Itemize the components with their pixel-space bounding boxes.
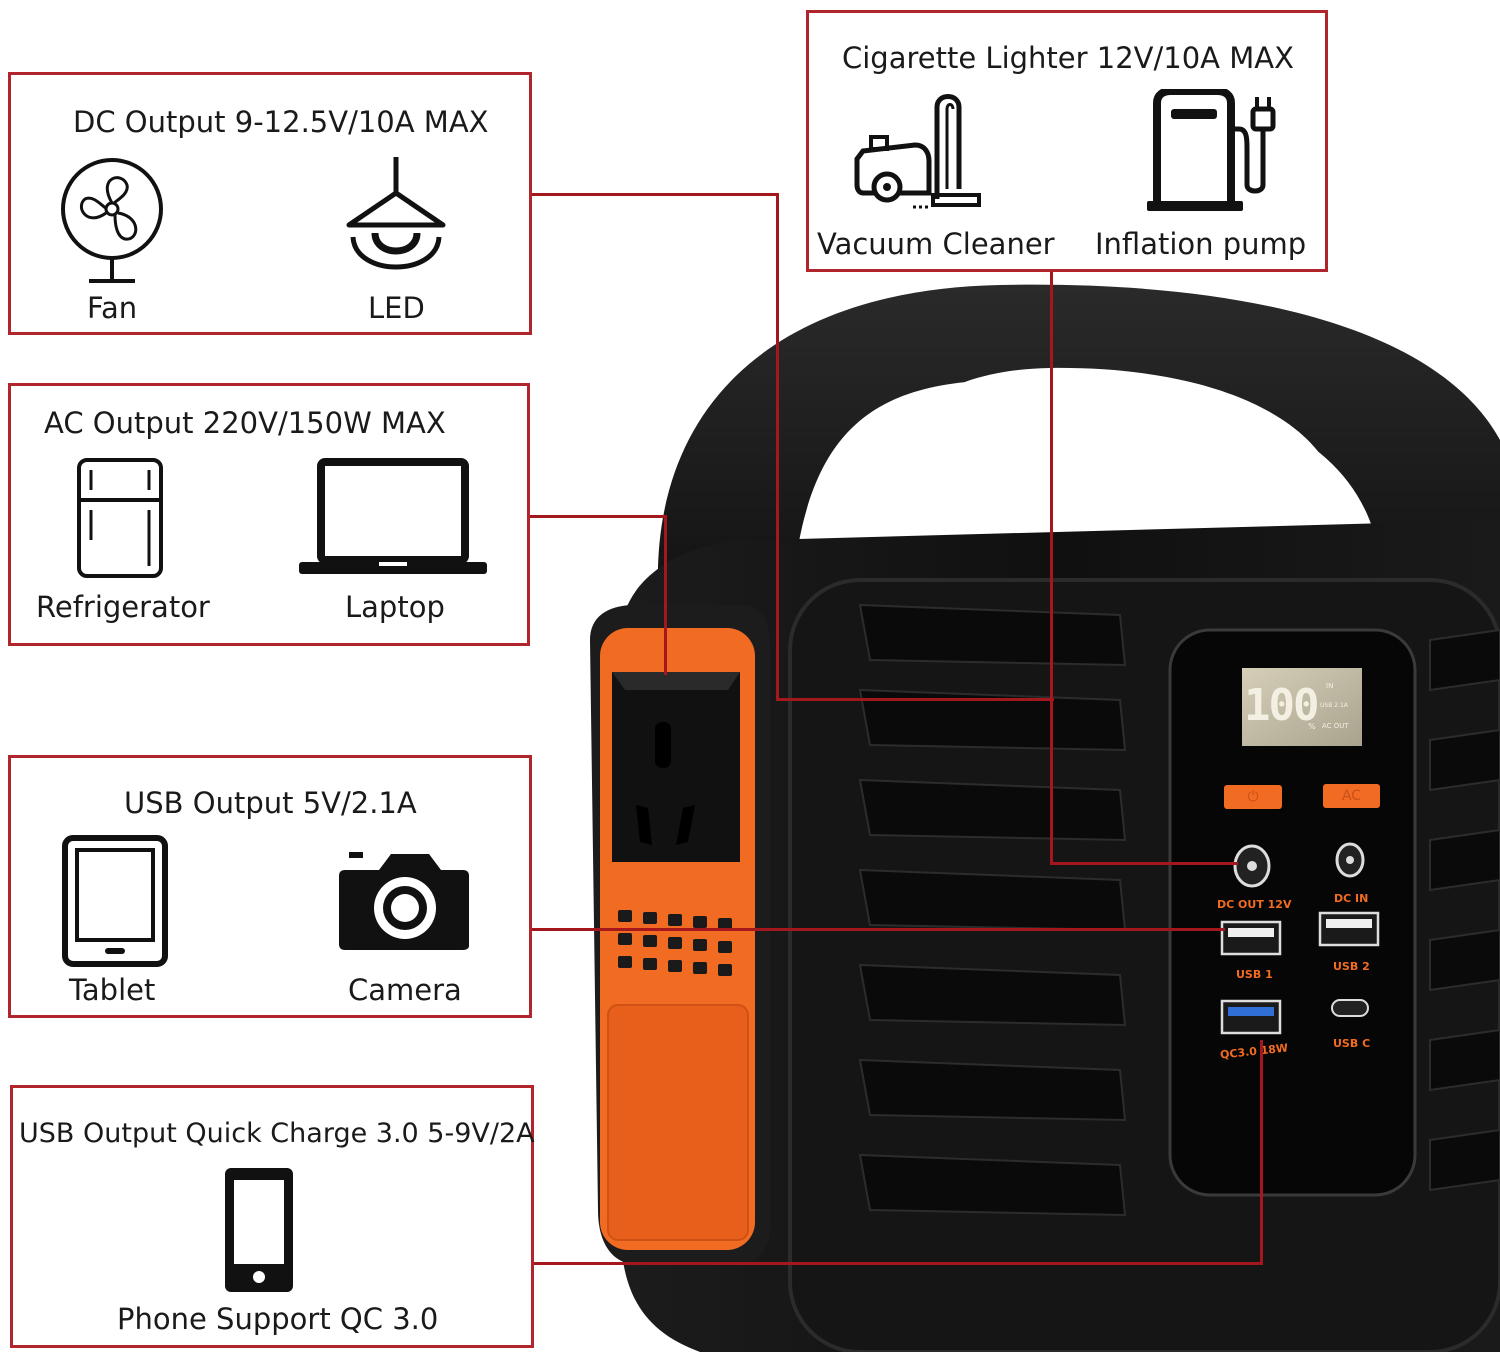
label-usb2: USB 2	[1333, 960, 1370, 973]
indicator-ac-out: AC OUT	[1322, 722, 1349, 730]
cigarette-lighter-title: Cigarette Lighter 12V/10A MAX	[842, 41, 1294, 75]
refrigerator-label: Refrigerator	[36, 590, 210, 624]
phone-label: Phone Support QC 3.0	[117, 1302, 439, 1336]
cigarette-lighter-box: Cigarette Lighter 12V/10A MAX Vacuum Cle…	[806, 10, 1328, 272]
phone-icon	[225, 1168, 293, 1292]
vacuum-label: Vacuum Cleaner	[817, 227, 1055, 261]
fan-icon	[61, 158, 163, 283]
usb-output-box: USB Output 5V/2.1A Tablet Camera	[8, 755, 532, 1018]
connector-dc	[776, 698, 1054, 701]
indicator-usb: USB 2.1A	[1320, 702, 1348, 709]
connector-cig	[1050, 270, 1053, 864]
battery-percent-digits: 100	[1244, 680, 1319, 731]
connector-cig	[1050, 862, 1238, 865]
led-label: LED	[368, 291, 425, 325]
lamp-icon	[346, 157, 446, 270]
connector-dc	[531, 193, 779, 196]
qc-output-title: USB Output Quick Charge 3.0 5-9V/2A	[19, 1118, 535, 1149]
indicator-in: IN	[1326, 682, 1334, 690]
connector-ac	[664, 515, 667, 675]
dc-output-box: DC Output 9-12.5V/10A MAX Fan LED	[8, 72, 532, 335]
connector-qc	[1260, 1040, 1263, 1265]
tablet-label: Tablet	[69, 973, 156, 1007]
power-button[interactable]: ⏻	[1224, 785, 1282, 809]
ac-button[interactable]: AC	[1323, 784, 1380, 808]
connector-dc	[776, 193, 779, 701]
ac-output-box: AC Output 220V/150W MAX Refrigerator Lap…	[8, 383, 530, 646]
ac-output-title: AC Output 220V/150W MAX	[44, 406, 446, 440]
power-station-illustration	[590, 284, 1500, 1352]
connector-usb	[530, 928, 1225, 931]
connector-qc	[533, 1262, 1263, 1265]
percent-sign: %	[1308, 722, 1316, 731]
laptop-icon	[299, 458, 487, 574]
pump-label: Inflation pump	[1095, 227, 1307, 261]
pump-icon	[1147, 89, 1276, 211]
vacuum-icon	[854, 94, 981, 209]
dc-output-title: DC Output 9-12.5V/10A MAX	[73, 105, 489, 139]
label-dc-out: DC OUT 12V	[1217, 898, 1292, 911]
fan-label: Fan	[87, 291, 138, 325]
camera-label: Camera	[348, 973, 462, 1007]
label-usbc: USB C	[1333, 1037, 1371, 1050]
qc-output-box: USB Output Quick Charge 3.0 5-9V/2A Phon…	[10, 1085, 535, 1348]
lcd-display: 100 % IN USB 2.1A AC OUT	[1242, 668, 1362, 746]
label-usb1: USB 1	[1236, 968, 1273, 981]
laptop-label: Laptop	[345, 590, 445, 624]
connector-ac	[530, 515, 667, 518]
camera-icon	[339, 852, 469, 950]
usb-output-title: USB Output 5V/2.1A	[124, 786, 417, 820]
tablet-icon	[62, 835, 168, 967]
refrigerator-icon	[77, 458, 163, 578]
label-dc-in: DC IN	[1334, 892, 1369, 905]
